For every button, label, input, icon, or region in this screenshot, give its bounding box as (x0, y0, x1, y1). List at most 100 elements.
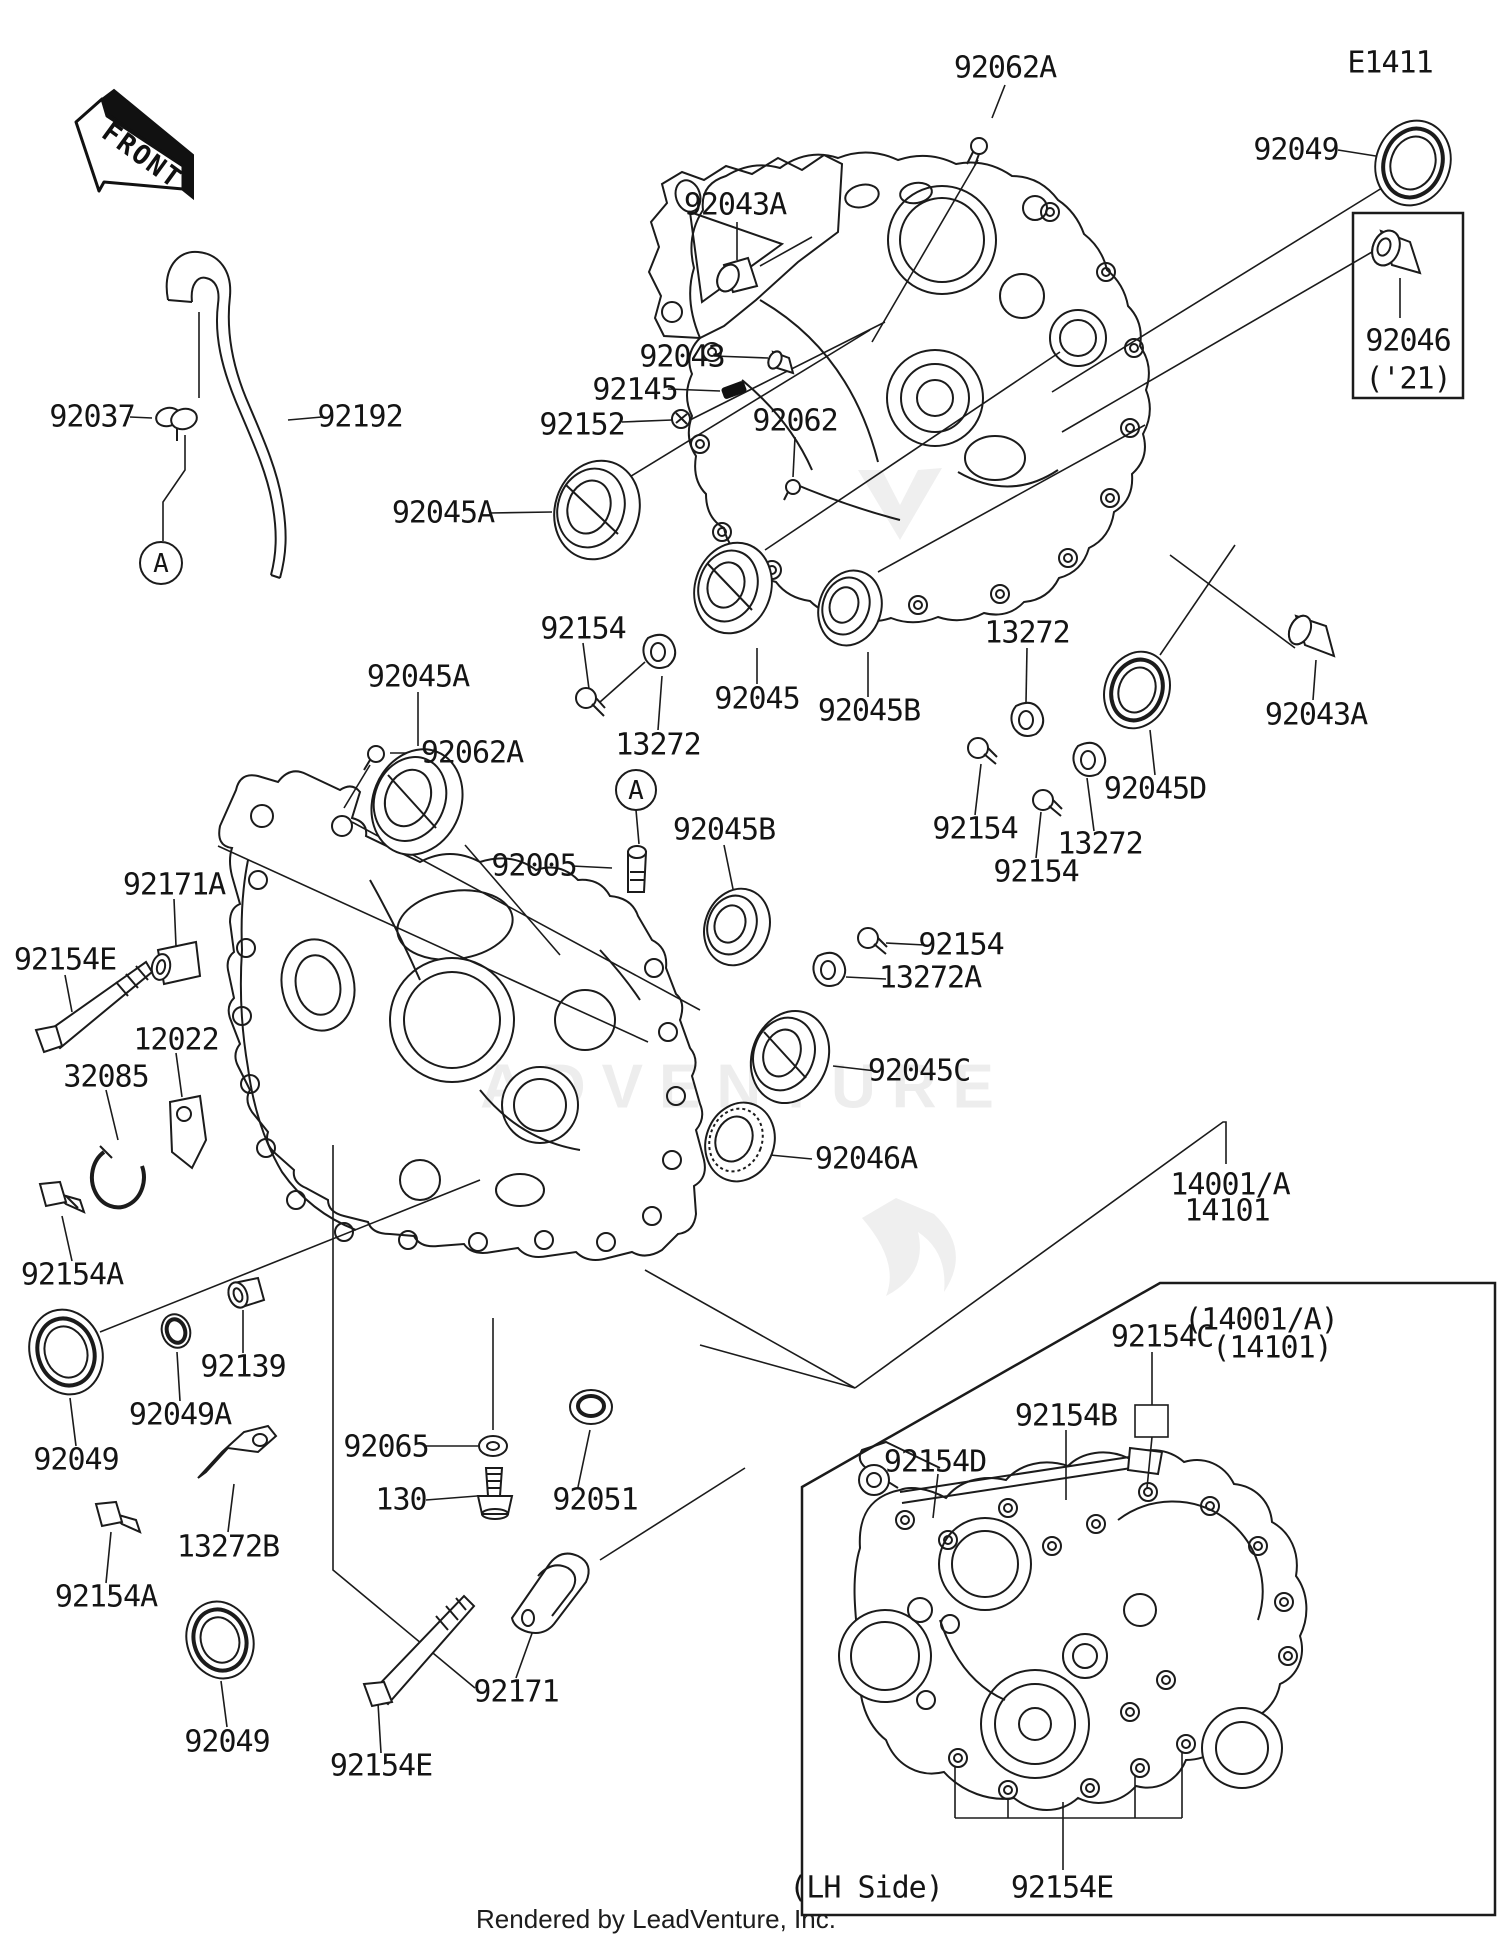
seal-92051 (569, 1389, 613, 1425)
bolt-92154a-2 (94, 1500, 142, 1534)
clamp-92037 (155, 406, 198, 441)
clamp-92171 (510, 1552, 590, 1634)
svg-text:A: A (628, 776, 644, 806)
part-label-12022: 12022 (133, 1023, 218, 1058)
part-label-92051: 92051 (552, 1483, 637, 1518)
svg-text:A: A (153, 549, 169, 579)
lh-side-inset (800, 1281, 1497, 1917)
part-label-92049-l2: 92049 (184, 1725, 269, 1760)
seal-92049a (160, 1313, 192, 1349)
bearing-92045c (749, 1009, 831, 1105)
bushing-92043a-top (716, 256, 759, 294)
part-label-92045: 92045 (714, 682, 799, 717)
part-label-92171: 92171 (473, 1675, 558, 1710)
front-direction-arrow: FRONT (74, 88, 194, 201)
detail-marker-a-0: A (139, 541, 183, 585)
part-label-92171a: 92171A (123, 868, 226, 903)
bearing-92045b-2 (703, 887, 771, 967)
part-label-14001a: 14001/A (1170, 1168, 1290, 1203)
part-label-inset-14101: (14101) (1212, 1331, 1331, 1366)
oil-seal-92049-topright (1374, 119, 1452, 207)
leader-lines (61, 84, 1391, 1754)
bolt-92154e-2 (362, 1594, 476, 1708)
part-label-92154-r1: 92154 (932, 812, 1017, 847)
bracket-13272b (197, 1424, 278, 1479)
part-label-92154-m1: 92154 (540, 612, 625, 647)
part-label-92046a: 92046A (815, 1142, 918, 1177)
plate-13272-r1 (1010, 701, 1045, 737)
part-label-lh-side: (LH Side) (789, 1871, 943, 1906)
part-label-92152: 92152 (539, 408, 624, 443)
clip-32085 (89, 1145, 146, 1210)
needle-ring-92046a (704, 1101, 776, 1183)
part-label-92045b-2: 92045B (673, 813, 775, 848)
pin-92062a-top (966, 137, 988, 166)
pin-92062 (783, 479, 801, 501)
exploded-parts (28, 119, 1465, 1708)
oil-seal-92049-l1 (28, 1308, 104, 1396)
breather-tube-92192 (165, 250, 287, 579)
bearing-92045 (693, 541, 773, 635)
part-label-92045b-1: 92045B (818, 694, 920, 729)
part-label-92043a-r: 92043A (1265, 698, 1368, 733)
part-label-13272-r1: 13272 (984, 616, 1069, 651)
bushing-92043 (767, 350, 795, 375)
screw-92154-c (857, 927, 888, 955)
part-label-92045d: 92045D (1104, 772, 1206, 807)
part-label-92145: 92145 (592, 373, 677, 408)
part-label-92062: 92062 (752, 404, 837, 439)
part-label-92062a-top: 92062A (954, 51, 1057, 86)
part-label-92043a-top: 92043A (684, 188, 787, 223)
oil-seal-92045d (1103, 650, 1171, 730)
part-label-92154a-2: 92154A (55, 1580, 158, 1615)
part-label-14101: 14101 (1184, 1194, 1269, 1229)
inset-leaders (932, 1352, 1183, 1870)
bushing-92043a-right (1287, 614, 1336, 658)
plate-13272-r2 (1072, 741, 1107, 777)
spacer-92171a (150, 940, 202, 986)
lh-case-bolt-holes (232, 870, 686, 1252)
screw-92152 (671, 409, 691, 429)
screw-92154-r2 (1032, 789, 1063, 817)
part-number-labels: E141192062A9204992043A92046('21)92043921… (14, 46, 1452, 1906)
part-label-92045a-1: 92045A (392, 496, 495, 531)
part-label-92154d: 92154D (884, 1445, 986, 1480)
part-label-13272-r2: 13272 (1057, 827, 1142, 862)
part-label-32085: 32085 (63, 1060, 148, 1095)
part-label-92154e-1: 92154E (14, 943, 116, 978)
part-label-92154-r2: 92154 (993, 855, 1078, 890)
plate-12022 (168, 1094, 208, 1170)
part-label-92062a-2: 92062A (421, 736, 524, 771)
inset-bolt-holes (895, 1482, 1298, 1800)
part-label-92043: 92043 (639, 340, 724, 375)
part-label-92049-tr: 92049 (1253, 133, 1338, 168)
part-label-13272b: 13272B (177, 1530, 279, 1565)
pin-92062a-2 (363, 745, 385, 771)
part-label-13272-m1: 13272 (615, 728, 700, 763)
bolt-130 (476, 1467, 514, 1520)
spring-92145 (721, 381, 747, 399)
part-label-92154e-2: 92154E (330, 1749, 432, 1784)
part-label-92046: 92046 (1365, 324, 1450, 359)
part-label-130: 130 (375, 1483, 426, 1518)
box-92046 (1351, 211, 1465, 400)
part-label-92154c: 92154C (1111, 1320, 1213, 1355)
bearing-92045a-left (370, 748, 464, 856)
part-label-92154a-1: 92154A (21, 1258, 124, 1293)
part-label-inset-14001: (14001/A) (1184, 1303, 1338, 1338)
part-label-92045a-2: 92045A (367, 660, 470, 695)
part-label-92049-l1: 92049 (33, 1443, 118, 1478)
part-label-92037: 92037 (49, 400, 134, 435)
crankcase-rh-half-drawing (647, 151, 1151, 624)
part-label-92005: 92005 (491, 849, 576, 884)
bushing-92139 (227, 1276, 266, 1309)
screw-92154-r1 (967, 737, 998, 765)
crankcase-lh-half-drawing (218, 770, 706, 1261)
part-label-e1411: E1411 (1347, 46, 1432, 81)
detail-marker-a-1: A (615, 769, 657, 811)
part-label-92154b: 92154B (1015, 1399, 1117, 1434)
bearing-92045b-1 (817, 569, 883, 647)
detail-markers: AA (139, 541, 657, 811)
